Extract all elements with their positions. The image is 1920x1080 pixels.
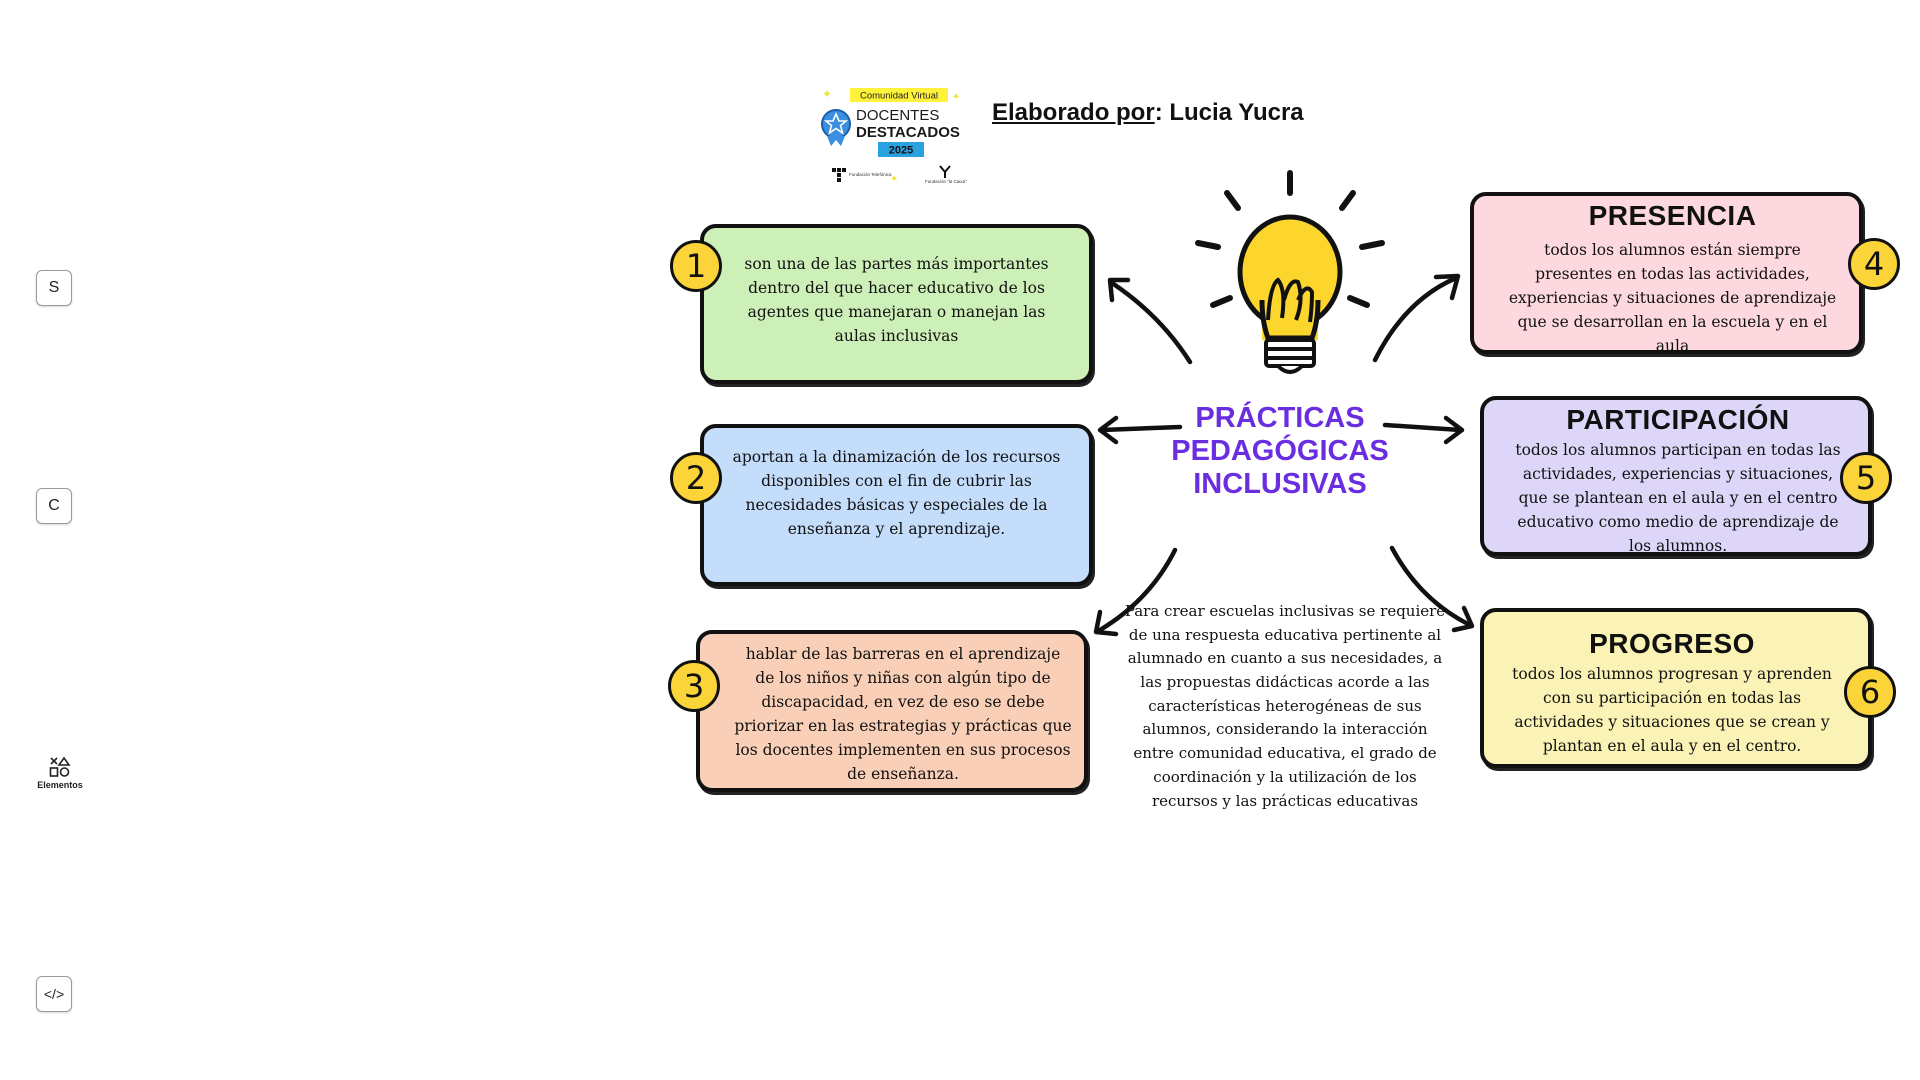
number-badge-3: 3 [668, 660, 720, 712]
badge-sponsor2-text: Fundación "la Caixa" [925, 179, 967, 184]
side-button-s[interactable]: S [36, 270, 72, 306]
info-card-6: PROGRESO todos los alumnos progresan y a… [1480, 608, 1872, 768]
svg-text:✦: ✦ [952, 92, 960, 103]
central-title-line-3: INCLUSIVAS [1193, 468, 1367, 501]
author-prefix: Elaborado por [992, 99, 1155, 126]
number-badge-2: 2 [670, 452, 722, 504]
info-card-5: PARTICIPACIÓN todos los alumnos particip… [1480, 396, 1872, 556]
number-badge-5: 5 [1840, 452, 1892, 504]
badge-year-text: 2025 [889, 145, 913, 157]
number-5-text: 5 [1855, 459, 1877, 497]
summary-note: Para crear escuelas inclusivas se requie… [1124, 602, 1446, 810]
info-card-2: aportan a la dinamización de los recurso… [700, 424, 1093, 586]
card-2-text: aportan a la dinamización de los recurso… [732, 448, 1061, 539]
elements-label: Elementos [37, 780, 83, 790]
number-badge-1: 1 [670, 240, 722, 292]
card-6-title: PROGRESO [1589, 628, 1755, 659]
arrow-to-card-5 [1382, 422, 1463, 433]
svg-text:✦: ✦ [822, 87, 832, 101]
embed-code-button[interactable]: </> [36, 976, 72, 1012]
badge-community-text: Comunidad Virtual [860, 91, 938, 102]
arrow-to-card-1 [1109, 280, 1193, 365]
badge-docentes-text: DOCENTES [856, 107, 939, 124]
number-badge-6: 6 [1844, 666, 1896, 718]
lightbulb-icon [1195, 170, 1385, 374]
card-1-text: son una de las partes más importantes de… [744, 255, 1049, 346]
badge-destacados-text: DESTACADOS [856, 124, 960, 141]
number-3-text: 3 [683, 667, 705, 705]
card-4-text: todos los alumnos están siempre presente… [1508, 241, 1837, 356]
number-1-text: 1 [685, 247, 707, 285]
info-card-4: PRESENCIA todos los alumnos están siempr… [1470, 192, 1863, 355]
central-title-line-1: PRÁCTICAS [1195, 402, 1365, 434]
card-3-text: hablar de las barreras en el aprendizaje… [734, 645, 1072, 784]
central-title-line-2: PEDAGÓGICAS [1171, 435, 1389, 468]
card-4-title: PRESENCIA [1588, 200, 1757, 231]
svg-text:✦: ✦ [890, 174, 898, 185]
arrow-to-card-2 [1099, 424, 1183, 433]
side-button-s-label: S [48, 279, 60, 296]
card-6-text: todos los alumnos progresan y aprenden c… [1512, 665, 1832, 756]
card-5-text: todos los alumnos participan en todas la… [1515, 441, 1841, 556]
badge-sponsor1-text: Fundación Telefónica [849, 172, 892, 177]
number-badge-4: 4 [1848, 238, 1900, 290]
side-button-c[interactable]: C [36, 488, 72, 524]
number-4-text: 4 [1863, 245, 1885, 283]
shapes-icon [49, 756, 71, 777]
central-topic-title: PRÁCTICAS PEDAGÓGICAS INCLUSIVAS [1160, 402, 1400, 501]
arrow-to-card-4 [1372, 275, 1459, 363]
author-name: : Lucia Yucra [1154, 99, 1304, 126]
number-2-text: 2 [685, 459, 707, 497]
elements-button[interactable]: Elementos [30, 756, 90, 790]
info-card-3: hablar de las barreras en el aprendizaje… [696, 630, 1088, 792]
arrow-to-card-6 [1389, 545, 1473, 628]
side-button-c-label: C [48, 497, 60, 514]
info-card-1: son una de las partes más importantes de… [700, 224, 1093, 384]
embed-code-icon: </> [43, 986, 65, 1002]
author-credit: Elaborado por: Lucia Yucra [992, 99, 1304, 127]
card-5-title: PARTICIPACIÓN [1566, 404, 1790, 435]
arrow-to-card-3 [1097, 547, 1178, 633]
number-6-text: 6 [1859, 673, 1881, 711]
docentes-destacados-badge: Comunidad Virtual DOCENTES DESTACADOS 20… [818, 86, 968, 188]
